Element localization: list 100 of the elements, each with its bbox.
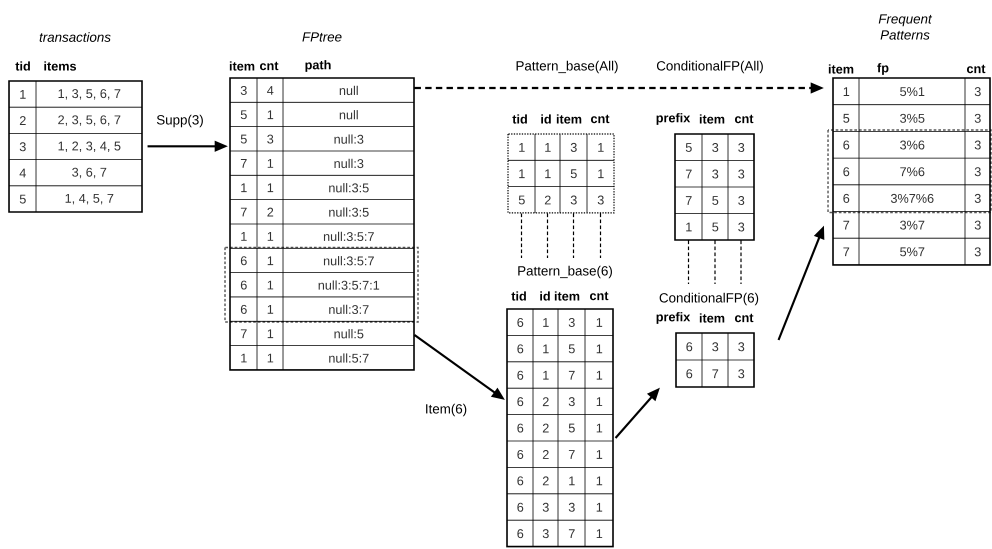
table-cell: 1: [543, 370, 549, 380]
table-cell: 3: [568, 397, 575, 406]
table-cell: 1: [686, 222, 692, 232]
table-cell: 3: [738, 369, 744, 378]
table-cell: 7: [240, 159, 247, 168]
table-cell: null:3:5:7: [324, 256, 374, 266]
column-header: item: [700, 313, 724, 323]
table-cell: 6: [517, 529, 524, 538]
table-cell: 3: [974, 114, 981, 123]
table-cell: 1: [519, 143, 525, 152]
table-cell: 3: [974, 167, 981, 176]
table-cell: 3: [570, 142, 577, 152]
table-cell: 6: [843, 140, 850, 150]
table-cell: 7: [568, 450, 575, 459]
table-cell: 2: [544, 196, 551, 204]
table-cell: 1: [268, 256, 274, 266]
table-cell: null:3:5: [329, 207, 369, 217]
table-cell: null:5:7: [329, 353, 369, 363]
table-cell: 1: [268, 280, 274, 290]
table-cell: 3: [568, 502, 575, 512]
table-cell: 3: [738, 143, 744, 152]
table-cell: 3: [568, 318, 575, 327]
table-cell: 6: [240, 304, 247, 314]
column-header: cnt: [260, 62, 278, 70]
table-cell: 1: [598, 169, 604, 178]
column-header: tid: [15, 61, 30, 71]
table-cell: 2: [267, 208, 274, 216]
table-cell: 5%1: [900, 87, 924, 96]
column-header: prefix: [656, 113, 690, 125]
table-cell: 4: [267, 86, 274, 95]
column-header: cnt: [735, 114, 754, 124]
table-cell: 6: [517, 424, 524, 433]
column-header: items: [44, 61, 76, 71]
table-title: ConditionalFP(6): [660, 292, 758, 306]
table-cell: 6: [517, 397, 524, 406]
table-cell: 3, 6, 7: [72, 168, 106, 178]
connector-line: [714, 240, 716, 284]
table-cell: 1: [596, 344, 602, 354]
connector-line: [572, 214, 574, 258]
table-cell: 3: [712, 143, 718, 152]
table-cell: 2, 3, 5, 6, 7: [58, 115, 120, 126]
table-cell: 1: [596, 476, 602, 486]
table-cell: 1: [268, 232, 274, 241]
table-cell: null:3: [334, 158, 364, 168]
table-cell: 6: [843, 194, 850, 203]
table-cell: 6: [843, 167, 850, 176]
connector-line: [546, 214, 548, 258]
table-title: Frequent Patterns: [878, 14, 932, 40]
table-cell: 1: [241, 183, 247, 192]
column-header: id: [541, 114, 551, 124]
table-cell: 7: [686, 170, 692, 178]
column-header: item: [556, 114, 582, 124]
table-cell: 6: [517, 370, 524, 380]
table-cell: 4: [20, 168, 26, 178]
table-cell: 7: [240, 329, 247, 338]
table-cell: 3: [974, 140, 981, 150]
column-header: cnt: [967, 64, 986, 74]
table-cell: null: [340, 110, 358, 120]
table-cell: 3: [542, 529, 549, 538]
section-label: ConditionalFP(All): [656, 60, 763, 74]
table-cell: 7: [240, 208, 247, 216]
table-cell: 1: [519, 169, 525, 178]
table-cell: 1: [596, 450, 602, 459]
table-cell: 5: [240, 134, 247, 144]
table-cell: 3: [570, 196, 577, 204]
table-cell: null:3: [334, 134, 364, 144]
table-title: FPtree: [302, 32, 342, 42]
edge-label: Item(6): [424, 402, 468, 418]
table-cell: null:5: [334, 329, 364, 338]
table-cell: 3: [738, 196, 744, 205]
table-cell: 1: [268, 183, 274, 192]
column-header: cnt: [590, 292, 608, 300]
table-cell: 1, 2, 3, 4, 5: [58, 142, 120, 152]
table-cell: 3: [974, 220, 981, 230]
table-cell: 1, 4, 5, 7: [66, 194, 114, 204]
table-cell: 3: [542, 502, 549, 512]
table-cell: null:3:7: [329, 304, 369, 314]
section-label: Pattern_base(All): [516, 60, 618, 74]
table-cell: 5: [568, 344, 575, 354]
column-header: cnt: [735, 314, 754, 322]
column-header: item: [700, 114, 724, 124]
table-cell: 3: [738, 342, 744, 352]
edge-label: Supp(3): [154, 113, 206, 129]
table-cell: 1: [268, 110, 274, 120]
table-cell: 5: [518, 196, 525, 204]
table-cell: 7: [843, 247, 850, 256]
table-cell: null:3:5:7:1: [318, 280, 380, 290]
connector-line: [600, 214, 602, 258]
table-cell: 1: [545, 143, 551, 152]
table-cell: null:3:5: [329, 183, 369, 192]
table-cell: 1: [598, 143, 604, 152]
table-cell: 3: [974, 87, 981, 96]
table-cell: 1: [543, 344, 549, 354]
connector-line: [688, 240, 690, 284]
table-cell: 1: [20, 90, 26, 99]
table-cell: 1: [268, 305, 274, 314]
table-cell: 1: [596, 502, 602, 512]
table-cell: 7: [712, 369, 718, 378]
table-title: Pattern_base(6): [518, 266, 612, 278]
table-cell: 3: [598, 196, 604, 204]
